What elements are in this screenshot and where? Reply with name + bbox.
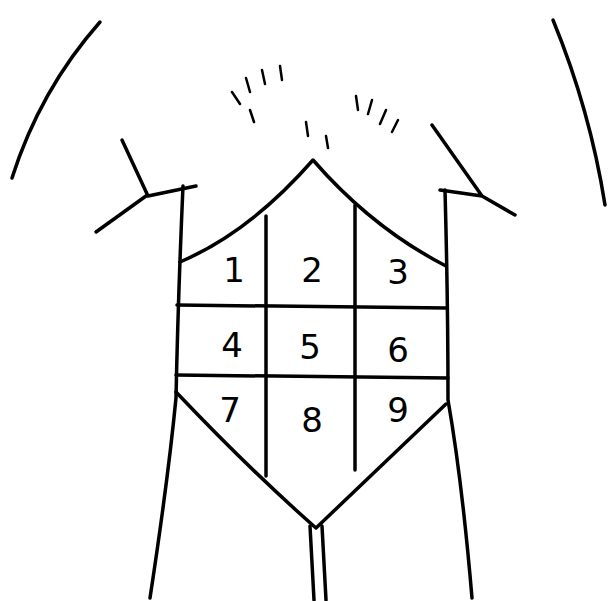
left-arm-outline: [12, 22, 100, 178]
region-number: 4: [221, 328, 243, 362]
region-number: 5: [299, 330, 321, 364]
lower-horizontal-line: [176, 375, 448, 378]
right-torso-side: [445, 190, 472, 598]
left-vertical-line: [264, 216, 268, 476]
costal-margin: [180, 160, 446, 266]
right-vertical-line: [353, 205, 357, 470]
region-number: 3: [387, 255, 409, 289]
chest-marks: [232, 66, 398, 148]
region-number: 1: [223, 253, 245, 287]
region-number: 8: [301, 403, 323, 437]
region-number: 9: [387, 393, 409, 427]
groin-lines: [310, 526, 326, 600]
region-number: 7: [219, 393, 241, 427]
region-number: 6: [387, 333, 409, 367]
inguinal-outline: [176, 392, 446, 528]
region-number: 2: [301, 253, 323, 287]
upper-horizontal-line: [177, 305, 447, 308]
right-arm-outline: [553, 20, 605, 205]
